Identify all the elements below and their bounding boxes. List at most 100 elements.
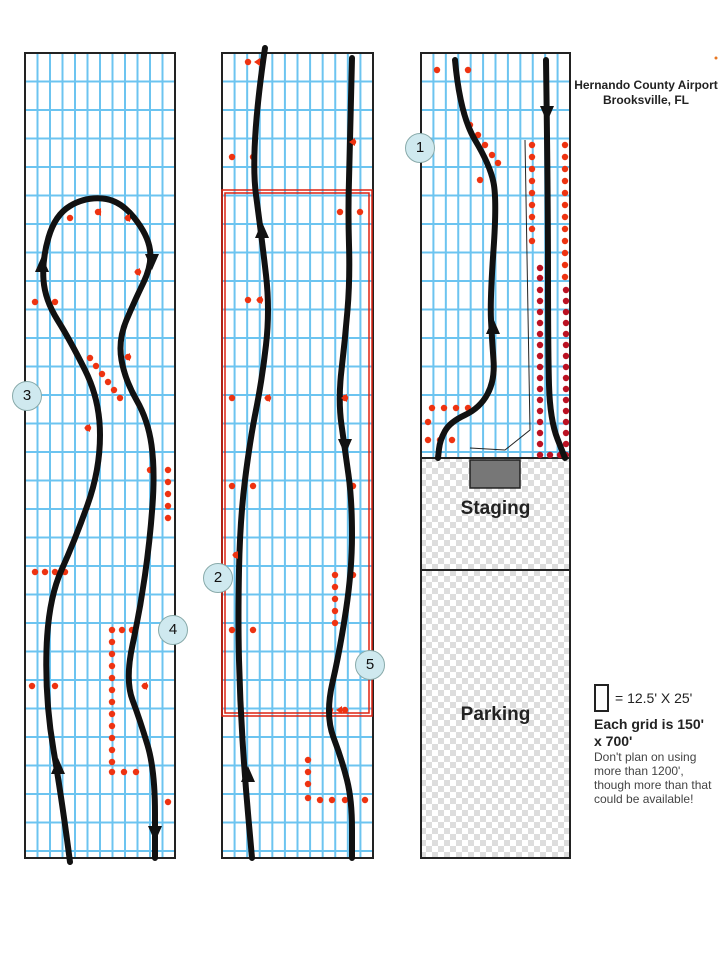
driving-path-3 (326, 55, 355, 861)
cone (104, 378, 112, 386)
cone (562, 286, 570, 294)
grid-size-text: Each grid is 150' x 700' (594, 716, 704, 749)
cone (108, 686, 116, 694)
cone (562, 363, 570, 371)
grid-border-1 (24, 52, 176, 859)
cone (561, 213, 569, 221)
flag-icon (84, 424, 90, 432)
cone (536, 274, 544, 282)
cone (132, 768, 140, 776)
cone (118, 626, 126, 634)
cone (164, 466, 172, 474)
cone (546, 451, 554, 459)
driving-path-2 (235, 45, 271, 861)
cone (562, 440, 570, 448)
flag-icon (134, 268, 140, 276)
cell-size-text: = 12.5' X 25' (615, 690, 693, 706)
cone (331, 607, 339, 615)
cone (108, 674, 116, 682)
flag-icon (141, 682, 147, 690)
cone (440, 404, 448, 412)
cone (528, 189, 536, 197)
marker-4: 4 (158, 615, 188, 645)
cone (528, 225, 536, 233)
cone (86, 354, 94, 362)
parking-area (421, 570, 570, 858)
cone (424, 436, 432, 444)
cone (331, 619, 339, 627)
timing-line (469, 139, 531, 451)
cone (108, 758, 116, 766)
page-title: Hernando County Airport Brooksville, FL (566, 78, 720, 108)
cone (28, 682, 36, 690)
cone (536, 286, 544, 294)
cone (562, 308, 570, 316)
cone (528, 237, 536, 245)
cone (92, 362, 100, 370)
cone (562, 396, 570, 404)
cone (244, 58, 252, 66)
flag-icon (95, 208, 101, 216)
marker-3: 3 (12, 381, 42, 411)
cone (476, 176, 484, 184)
cone (536, 451, 544, 459)
cone (164, 490, 172, 498)
flag-icon (264, 394, 270, 402)
cone (336, 208, 344, 216)
cone (228, 626, 236, 634)
marker-2: 2 (203, 563, 233, 593)
cone (528, 141, 536, 149)
cone (536, 363, 544, 371)
cone (51, 568, 59, 576)
cone (108, 734, 116, 742)
marker-1: 1 (405, 133, 435, 163)
cone (108, 710, 116, 718)
cone (228, 482, 236, 490)
arrow-down-icon (148, 826, 162, 842)
cone (108, 722, 116, 730)
cone (304, 756, 312, 764)
flag-icon (341, 394, 347, 402)
cone (561, 165, 569, 173)
legend: = 12.5' X 25' Each grid is 150' x 700' D… (594, 684, 714, 806)
cone (536, 396, 544, 404)
cone (31, 568, 39, 576)
cone (331, 595, 339, 603)
cone (536, 330, 544, 338)
cone (536, 264, 544, 272)
cone (561, 261, 569, 269)
cone (536, 341, 544, 349)
cone (424, 418, 432, 426)
cone (562, 330, 570, 338)
cone (562, 352, 570, 360)
flag-icon (124, 353, 130, 361)
cone (98, 370, 106, 378)
cone (110, 386, 118, 394)
cone (561, 225, 569, 233)
cone (562, 385, 570, 393)
cone (304, 780, 312, 788)
cone (66, 214, 74, 222)
cone (249, 482, 257, 490)
cone (561, 189, 569, 197)
staging-label: Staging (460, 498, 531, 519)
cone (228, 394, 236, 402)
cone (164, 502, 172, 510)
arrow-down-icon (338, 439, 352, 455)
cone (108, 626, 116, 634)
cone (356, 208, 364, 216)
cone (488, 151, 496, 159)
cone (562, 319, 570, 327)
cell-legend-icon (594, 684, 609, 712)
cone (536, 319, 544, 327)
arrow-down-icon (540, 106, 554, 122)
cone (561, 201, 569, 209)
arrow-up-icon (241, 766, 255, 782)
flag-icon (254, 58, 260, 66)
marker-5: 5 (355, 650, 385, 680)
cone (448, 436, 456, 444)
driving-path-5 (543, 57, 568, 461)
cone (108, 746, 116, 754)
cone (561, 153, 569, 161)
cone (304, 768, 312, 776)
